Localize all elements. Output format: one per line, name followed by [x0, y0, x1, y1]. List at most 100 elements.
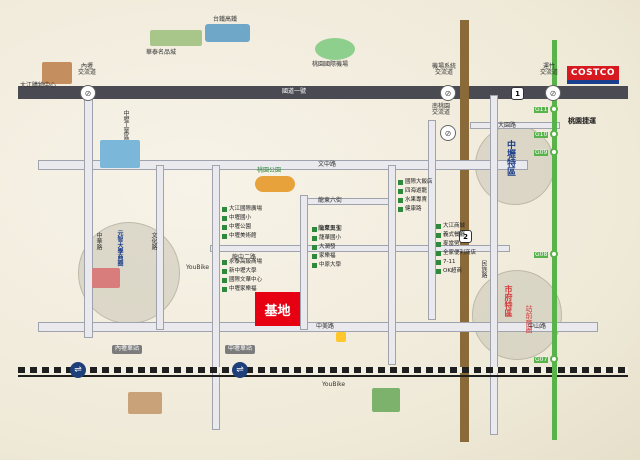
airport-sys-interchange-icon[interactable]: ⊘: [440, 85, 456, 101]
zhongli-station-label: 中壢車站: [225, 345, 256, 354]
mrt-stop-g09[interactable]: [550, 148, 558, 156]
poi-item: 中壢國小: [222, 214, 262, 223]
poi-item: 全家便利商店: [436, 249, 476, 258]
mcdonalds-icon: [336, 332, 346, 342]
road-wenzhong-label: 文中路: [318, 161, 337, 168]
city-gov-label: 市府特區: [504, 285, 513, 317]
poi-item: 國際文華中心: [222, 276, 262, 285]
mrt-stop-g11[interactable]: [550, 105, 558, 113]
yunong-interchange-icon[interactable]: ⊘: [545, 85, 561, 101]
poi-list-right2: 大江商城 義式餐廳 麥當勞 全家便利商店 7-11 OK超商: [436, 222, 476, 276]
mrt-label: 桃園捷運: [568, 117, 596, 125]
park-label: 桃園公園: [257, 167, 282, 174]
road-site-v: [300, 195, 308, 330]
mrt-stop-g08[interactable]: [550, 250, 558, 258]
yunong-interchange-label: 運竹 交流道: [540, 63, 559, 76]
road-center-v: [212, 165, 220, 430]
road-zhonghua-label: 中華路: [95, 232, 102, 250]
road-far-right-v: [490, 95, 498, 435]
city-gov-circle: [472, 270, 562, 360]
poi-item: 龍華國小: [312, 234, 341, 243]
neili-station-label: 內壢車站: [112, 345, 143, 354]
mrt-stop-g07[interactable]: [550, 355, 558, 363]
poi-item: 麥當勞: [436, 240, 476, 249]
poi-item: 義式餐廳: [436, 231, 476, 240]
airport-sys-interchange-label: 機場系統 交流道: [432, 63, 457, 76]
neili-interchange-icon[interactable]: ⊘: [80, 85, 96, 101]
railway-line-base: [18, 375, 628, 377]
road-wenhua-label: 文化路: [150, 232, 157, 250]
mrt-stop-g11-label: G11: [534, 106, 549, 113]
huatai-label: 華泰名品城: [146, 49, 177, 56]
poi-item: 健康路: [398, 205, 433, 214]
poi-item: 國際大飯店: [398, 178, 433, 187]
mrt-stop-g10-label: G10: [534, 131, 549, 138]
highway-label: 國道一號: [282, 88, 307, 95]
poi-item: 大江商城: [436, 222, 476, 231]
industrial-area-buildings: [100, 140, 140, 168]
road-zhongmei: [38, 322, 598, 332]
costco-logo: COSTCO: [567, 66, 619, 80]
taoyuan-station-building: [205, 24, 250, 42]
poi-item: 水果專賣: [398, 196, 433, 205]
neili-station-icon[interactable]: ⇌: [70, 362, 86, 378]
poi-item: 中原大學: [312, 261, 341, 270]
zhongli-station-icon[interactable]: ⇌: [232, 362, 248, 378]
yuanze-district-label: 元智大學商圈: [116, 230, 123, 266]
national-highway-1: [18, 86, 628, 99]
mrt-stop-g08-label: G08: [534, 251, 549, 258]
mrt-stop-g10[interactable]: [550, 130, 558, 138]
costco-logo-bar: [567, 80, 619, 84]
park-fruit-icon: [255, 176, 295, 192]
railway-line: [18, 367, 628, 373]
road-right-v: [388, 165, 396, 365]
taoyuan-station-label: 台鐵高鐵: [213, 16, 238, 23]
poi-item: 新中壢大學: [222, 267, 262, 276]
dajiang-label: 大江購物中心: [20, 82, 57, 89]
road-longzhong-1: [210, 245, 510, 252]
yuanze-building: [92, 268, 120, 288]
huatai-building: [150, 30, 202, 46]
poi-list-center: 永泰高級商場 新中壢大學 國際文華中心 中壢家樂福: [222, 258, 262, 294]
youbike-label-2: YouBike: [322, 381, 346, 388]
road-zhongmei-label: 中美路: [316, 323, 335, 330]
road-longdong-6: [300, 198, 390, 205]
youbike-label: YouBike: [186, 264, 210, 271]
poi-item: 大潤發: [312, 243, 341, 252]
poi-item: 中壢公園: [222, 223, 262, 232]
road-zhongshan-label: 中山路: [528, 323, 547, 330]
poi-item: 四海遊龍: [398, 187, 433, 196]
road-minzu-label: 民族路: [480, 260, 487, 278]
poi-item: OK超商: [436, 267, 476, 276]
station-area-label: 站前商圈: [525, 305, 533, 333]
airport-icon: [315, 38, 355, 60]
airport-mrt-line: [552, 40, 557, 440]
poi-list-right1: 國際大飯店 四海遊龍 水果專賣 健康路: [398, 178, 433, 214]
poi-item: 大江國際廣場: [222, 205, 262, 214]
poi-list-left: 大江國際廣場 中壢國小 中壢公園 中壢美術館: [222, 205, 262, 241]
mrt-stop-g09-label: G09: [534, 149, 549, 156]
road-zhonghua: [84, 98, 93, 338]
special-zone-label: 中壢特區: [505, 140, 515, 176]
poi-item: 永泰高級商場: [222, 258, 262, 267]
poi-item: 中壢美術館: [222, 232, 262, 241]
poi-item: 家樂福: [312, 252, 341, 261]
dajiang-building: [42, 62, 72, 84]
nankan-interchange-label: 南桃園 交流道: [432, 103, 451, 116]
road-wenhua: [156, 165, 164, 330]
road-dayuan-label: 大園路: [498, 122, 517, 129]
school-building: [128, 392, 162, 414]
project-site[interactable]: 基地: [255, 292, 300, 326]
temple-building: [372, 388, 400, 412]
nankan-interchange-icon[interactable]: ⊘: [440, 125, 456, 141]
road-longdong-6-label: 龍東六街: [318, 197, 343, 204]
poi-list-center2: 仙草愛玉 龍華國小 大潤發 家樂福 中原大學: [312, 225, 341, 270]
mrt-stop-g07-label: G07: [534, 356, 549, 363]
poi-item: 7-11: [436, 258, 476, 267]
road-wenzhong: [38, 160, 528, 170]
route-shield-1: 1: [511, 87, 524, 100]
road-dayuan: [470, 122, 560, 129]
poi-item: 中壢家樂福: [222, 285, 262, 294]
poi-item: 仙草愛玉: [312, 225, 341, 234]
